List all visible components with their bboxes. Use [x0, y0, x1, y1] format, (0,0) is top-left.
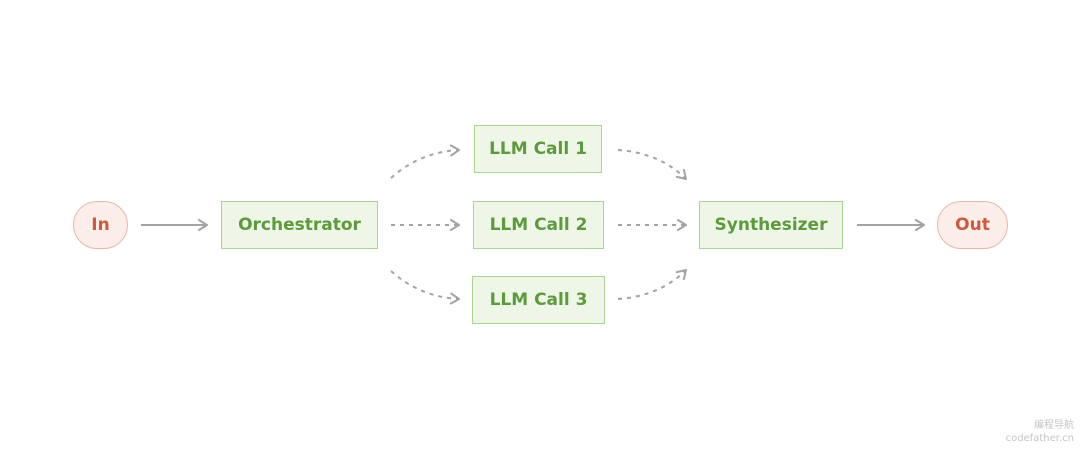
arrow-orchestrator-to-llm-call-3	[390, 270, 460, 305]
synthesizer-node: Synthesizer	[699, 201, 843, 249]
orchestrator-node: Orchestrator	[221, 201, 378, 249]
llm-call-1-node: LLM Call 1	[474, 125, 602, 173]
watermark-title: 编程导航	[1034, 420, 1074, 431]
arrow-orchestrator-to-llm-call-1	[390, 144, 460, 179]
llm-call-2-node: LLM Call 2	[473, 201, 604, 249]
watermark-url: codefather.cn	[1005, 433, 1074, 444]
arrow-llm-call-1-to-synthesizer	[617, 149, 687, 180]
input-node: In	[73, 201, 128, 249]
llm-call-3-node: LLM Call 3	[472, 276, 605, 324]
output-node: Out	[937, 201, 1008, 249]
arrow-llm-call-3-to-synthesizer	[617, 269, 687, 300]
